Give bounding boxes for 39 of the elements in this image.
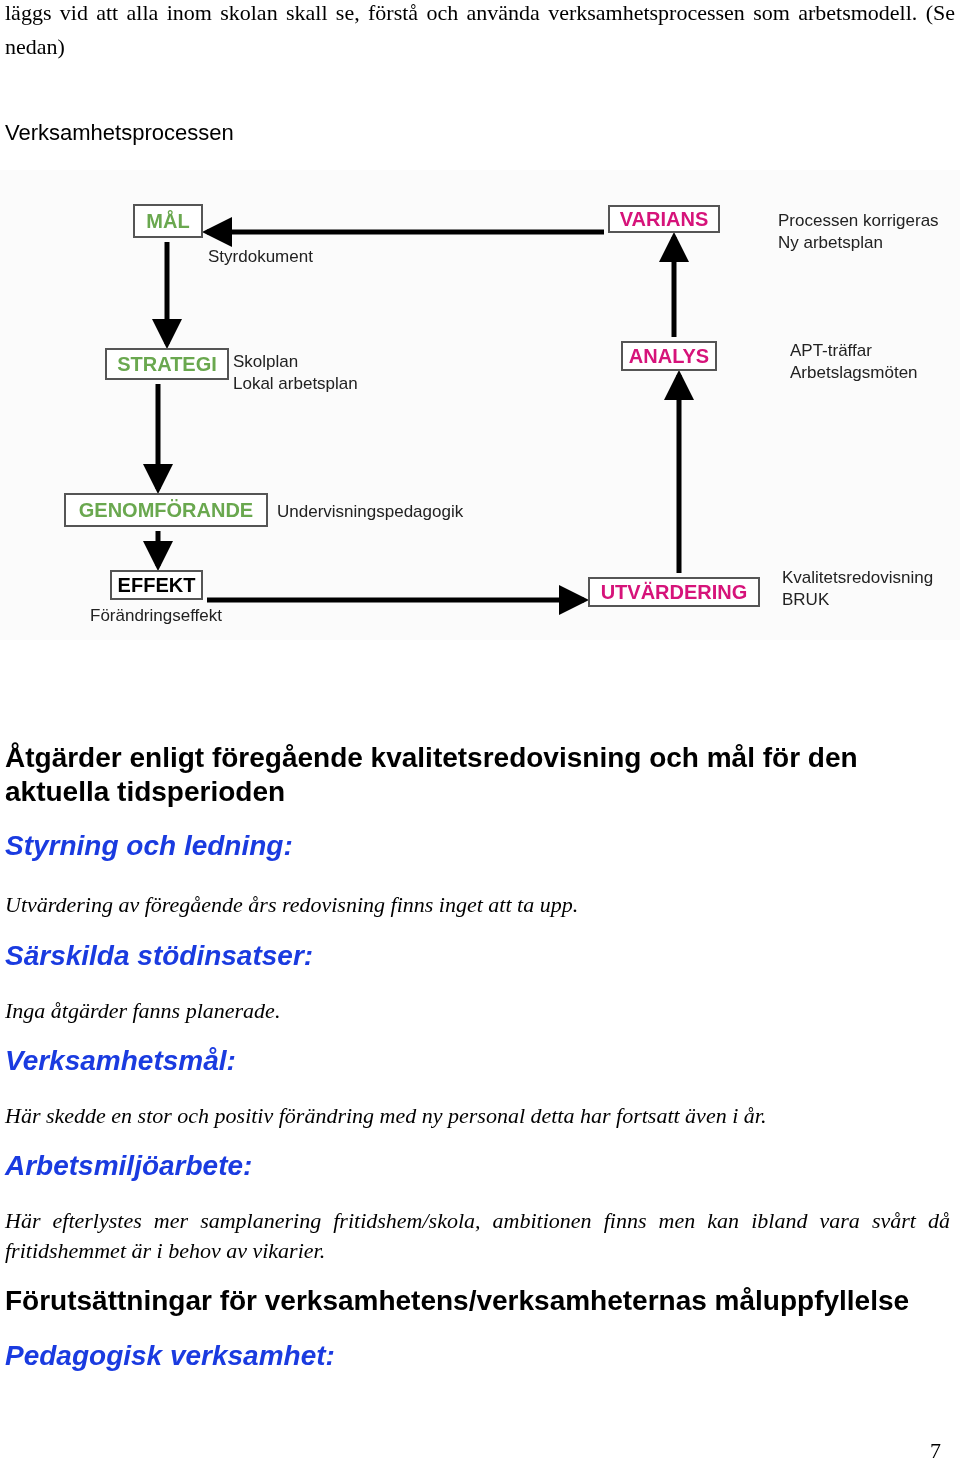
annotation-text: Kvalitetsredovisning (782, 567, 934, 589)
process-box: ANALYS (621, 341, 717, 371)
annotation-text: Förändringseffekt (90, 605, 222, 627)
arrow (207, 585, 589, 615)
paragraph: Inga åtgärder fanns planerade. (5, 997, 282, 1025)
annotation-text: APT-träffar (790, 340, 872, 362)
annotation-text: Lokal arbetsplan (233, 373, 358, 395)
annotation-text: Skolplan (233, 351, 299, 373)
arrow (664, 370, 694, 573)
annotation-text: Ny arbetsplan (778, 232, 883, 254)
arrow (152, 242, 182, 349)
process-box: VARIANS (608, 205, 720, 233)
paragraph: Här skedde en stor och positiv förändring med ny personal detta har fortsatt även i år. (5, 1102, 768, 1130)
process-box: GENOMFÖRANDE (64, 493, 268, 527)
annotation-text: BRUK (782, 589, 830, 611)
arrow (202, 217, 604, 247)
section-heading: Åtgärder enligt föregående kvalitetsredovisning och mål för den aktuella tidsperioden (5, 741, 859, 809)
annotation-text: Arbetslagsmöten (790, 362, 918, 384)
diagram-title: Verksamhetsprocessen (5, 120, 234, 146)
paragraph: Här efterlystes mer samplanering fritidshem/skola, ambitionen finns men kan ibland vara svårt då fritidshemmet är i behov av vikarier. (5, 1207, 950, 1265)
annotation-text: Processen korrigeras (778, 210, 939, 232)
arrow (143, 384, 173, 494)
annotation-text: Styrdokument (208, 246, 313, 268)
subsection-heading: Styrning och ledning: (5, 830, 293, 862)
page-number: 7 (930, 1438, 941, 1462)
paragraph: läggs vid att alla inom skolan skall se, förstå och använda verksamhetsprocessen som arbetsmodell. (Se nedan) (5, 0, 955, 61)
process-box: MÅL (133, 204, 203, 238)
arrow (659, 232, 689, 337)
process-box: UTVÄRDERING (588, 577, 760, 607)
process-box: EFFEKT (110, 570, 203, 600)
subsection-heading: Verksamhetsmål: (5, 1045, 236, 1077)
paragraph: Utvärdering av föregående års redovisning finns inget att ta upp. (5, 891, 580, 919)
arrow (143, 531, 173, 571)
section-heading: Förutsättningar för verksamhetens/verksamheternas måluppfyllelse (5, 1285, 910, 1317)
annotation-text: Undervisningspedagogik (277, 501, 464, 523)
subsection-heading: Arbetsmiljöarbete: (5, 1150, 253, 1182)
subsection-heading: Särskilda stödinsatser: (5, 940, 314, 972)
subsection-heading: Pedagogisk verksamhet: (5, 1340, 335, 1372)
process-box: STRATEGI (105, 348, 229, 380)
